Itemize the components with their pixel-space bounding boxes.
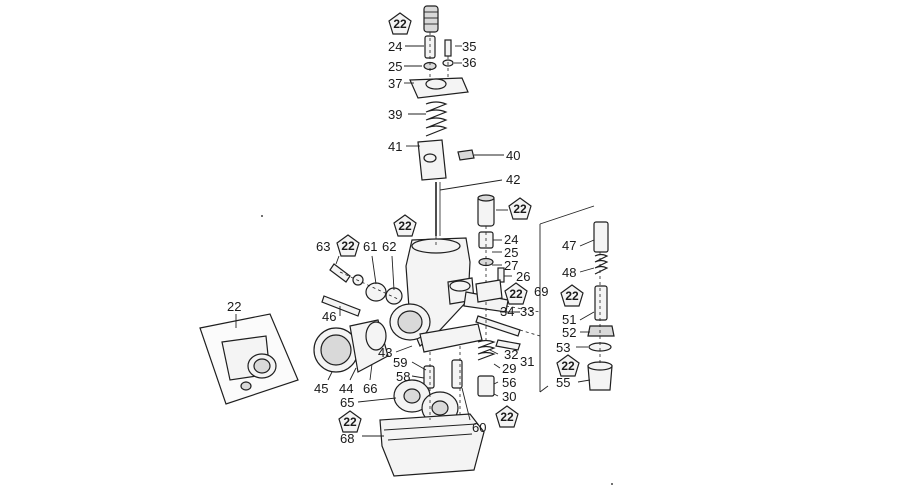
callout-labels: 22 24 35 25 36 37 39 41 40 42 22 22 24 2…	[227, 12, 584, 446]
svg-text:22: 22	[341, 239, 355, 253]
carburetor-body	[389, 237, 509, 353]
float-bowl	[379, 413, 485, 477]
callout-25: 25	[388, 59, 402, 74]
callout-32: 32	[504, 347, 518, 362]
svg-text:22: 22	[500, 410, 514, 424]
callout-55: 55	[556, 375, 570, 390]
speck	[261, 215, 263, 217]
choke-assembly	[539, 205, 615, 393]
callout-badge: 22	[508, 197, 532, 220]
screws	[475, 315, 521, 351]
slide-assembly	[409, 5, 475, 236]
svg-text:22: 22	[398, 219, 412, 233]
idle-jet-assembly	[475, 194, 505, 303]
callout-47: 47	[562, 238, 576, 253]
callout-53: 53	[556, 340, 570, 355]
callout-62: 62	[382, 239, 396, 254]
callout-63: 63	[316, 239, 330, 254]
callout-22-kit: 22	[227, 299, 241, 314]
callout-65: 65	[340, 395, 354, 410]
callout-25b: 25	[504, 245, 518, 260]
svg-text:22: 22	[513, 202, 527, 216]
callout-badge: 22	[495, 405, 519, 428]
callout-40: 40	[506, 148, 520, 163]
callout-24b: 24	[504, 232, 518, 247]
callout-badge: 22	[336, 234, 360, 257]
callout-badge: 22	[504, 282, 528, 305]
callout-34: 34	[500, 304, 514, 319]
callout-35: 35	[462, 39, 476, 54]
callout-68: 68	[340, 431, 354, 446]
callout-badge: 22	[393, 214, 417, 237]
callout-badge: 22	[338, 410, 362, 433]
callout-29: 29	[502, 361, 516, 376]
callout-52: 52	[562, 325, 576, 340]
gasket-kit-inset	[199, 313, 299, 405]
callout-69: 69	[534, 284, 548, 299]
callout-39: 39	[388, 107, 402, 122]
svg-text:22: 22	[509, 287, 523, 301]
callout-27: 27	[504, 258, 518, 273]
callout-56: 56	[502, 375, 516, 390]
callout-46: 46	[322, 309, 336, 324]
callout-31: 31	[520, 354, 534, 369]
callout-45: 45	[314, 381, 328, 396]
main-jets	[423, 339, 496, 397]
callout-51: 51	[562, 312, 576, 327]
callout-badge: 22	[556, 354, 580, 377]
svg-text:22: 22	[565, 289, 579, 303]
callout-37: 37	[388, 76, 402, 91]
leader-lines	[327, 32, 601, 437]
callout-36: 36	[462, 55, 476, 70]
speck	[611, 483, 613, 485]
callout-44: 44	[339, 381, 353, 396]
svg-text:22: 22	[561, 359, 575, 373]
svg-text:22: 22	[393, 17, 407, 31]
callout-66: 66	[363, 381, 377, 396]
callout-41: 41	[388, 139, 402, 154]
callout-48: 48	[562, 265, 576, 280]
air-screw-assembly	[321, 263, 403, 317]
intake-rubber	[313, 319, 389, 373]
callout-58: 58	[396, 369, 410, 384]
callout-59: 59	[393, 355, 407, 370]
callout-30: 30	[502, 389, 516, 404]
callout-26: 26	[516, 269, 530, 284]
callout-33: 33	[520, 304, 534, 319]
callout-badge: 22	[388, 12, 412, 35]
callout-61: 61	[363, 239, 377, 254]
callout-24: 24	[388, 39, 402, 54]
svg-text:22: 22	[343, 415, 357, 429]
callout-badge: 22	[560, 284, 584, 307]
callout-60: 60	[472, 420, 486, 435]
callout-42: 42	[506, 172, 520, 187]
callout-43: 43	[378, 345, 392, 360]
